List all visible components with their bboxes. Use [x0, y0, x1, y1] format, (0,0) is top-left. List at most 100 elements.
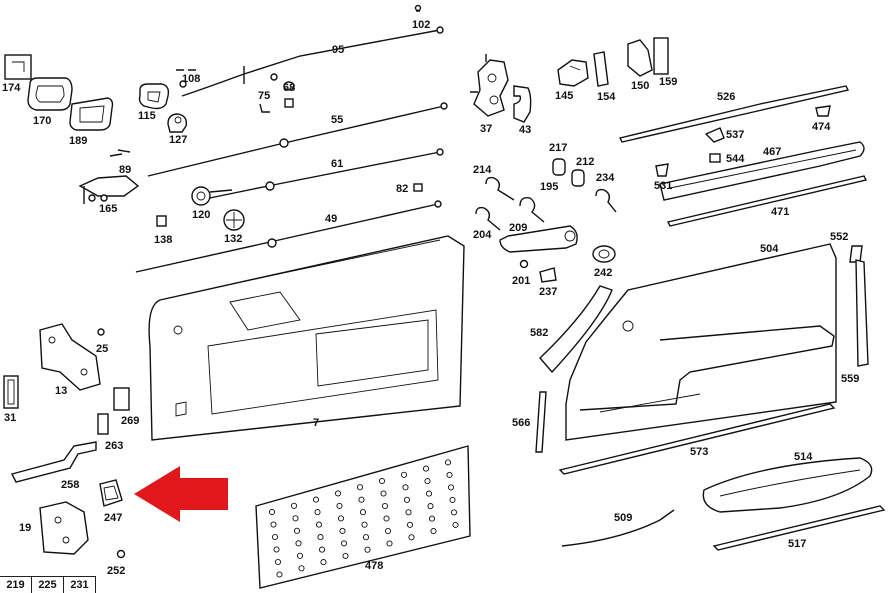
part-13-hinge[interactable] — [39, 323, 101, 391]
label-75[interactable]: 75 — [258, 90, 271, 102]
label-247[interactable]: 247 — [104, 512, 123, 524]
label-174[interactable]: 174 — [2, 82, 21, 94]
label-82[interactable]: 82 — [396, 183, 409, 195]
label-132[interactable]: 132 — [224, 233, 243, 245]
label-504[interactable]: 504 — [760, 243, 779, 255]
part-154-plate[interactable] — [593, 51, 609, 87]
label-537[interactable]: 537 — [726, 129, 745, 141]
label-214[interactable]: 214 — [473, 164, 492, 176]
label-165[interactable]: 165 — [99, 203, 118, 215]
label-573[interactable]: 573 — [690, 446, 709, 458]
part-252-screw[interactable] — [116, 549, 126, 559]
part-127-clip[interactable] — [167, 113, 188, 133]
label-209[interactable]: 209 — [509, 222, 528, 234]
part-214-key[interactable] — [485, 176, 515, 201]
part-165-hinge[interactable] — [78, 175, 140, 204]
label-108[interactable]: 108 — [182, 73, 201, 85]
part-217-cylinder[interactable] — [552, 158, 566, 176]
part-566-trim[interactable] — [535, 391, 547, 453]
part-573-strip[interactable] — [558, 403, 836, 475]
part-514-armrest[interactable] — [702, 457, 873, 513]
part-509-strip[interactable] — [561, 509, 675, 547]
label-526[interactable]: 526 — [717, 91, 736, 103]
part-61-rod[interactable] — [199, 148, 444, 201]
part-242-ring[interactable] — [592, 245, 616, 263]
label-471[interactable]: 471 — [771, 206, 790, 218]
label-234[interactable]: 234 — [596, 172, 615, 184]
label-269[interactable]: 269 — [121, 415, 140, 427]
part-237-clip[interactable] — [539, 267, 557, 283]
part-531-clip[interactable] — [655, 163, 669, 177]
label-7[interactable]: 7 — [313, 417, 320, 429]
part-43-striker[interactable] — [513, 85, 532, 123]
label-478[interactable]: 478 — [365, 560, 384, 572]
part-102-clip[interactable] — [414, 4, 422, 12]
part-504-door-panel[interactable] — [565, 243, 837, 441]
part-159-plate[interactable] — [653, 37, 669, 75]
part-204-key[interactable] — [475, 206, 501, 231]
label-37[interactable]: 37 — [480, 123, 493, 135]
label-201[interactable]: 201 — [512, 275, 531, 287]
label-582[interactable]: 582 — [530, 327, 549, 339]
label-120[interactable]: 120 — [192, 209, 211, 221]
part-115-cup[interactable] — [138, 83, 170, 110]
part-19-hinge[interactable] — [39, 501, 89, 555]
label-89[interactable]: 89 — [119, 164, 132, 176]
part-471-strip[interactable] — [666, 175, 868, 227]
label-212[interactable]: 212 — [576, 156, 595, 168]
label-552[interactable]: 552 — [830, 231, 849, 243]
label-217[interactable]: 217 — [549, 142, 568, 154]
label-531[interactable]: 531 — [654, 180, 673, 192]
label-189[interactable]: 189 — [69, 135, 88, 147]
part-474-clip[interactable] — [815, 105, 831, 117]
part-138-clip[interactable] — [156, 215, 167, 227]
part-478-insulation-sheet[interactable] — [255, 445, 471, 589]
part-209-handle[interactable] — [499, 225, 578, 253]
label-263[interactable]: 263 — [105, 440, 124, 452]
part-263-plate[interactable] — [97, 413, 109, 435]
label-517[interactable]: 517 — [788, 538, 807, 550]
label-237[interactable]: 237 — [539, 286, 558, 298]
label-102[interactable]: 102 — [412, 19, 431, 31]
label-115[interactable]: 115 — [138, 110, 156, 122]
label-514[interactable]: 514 — [794, 451, 813, 463]
part-234-key[interactable] — [595, 188, 617, 213]
part-108-screws[interactable] — [176, 69, 196, 88]
label-559[interactable]: 559 — [841, 373, 860, 385]
part-174-gasket[interactable] — [4, 54, 32, 80]
part-49-rod[interactable] — [135, 200, 442, 273]
label-95[interactable]: 95 — [332, 44, 345, 56]
label-138[interactable]: 138 — [154, 234, 173, 246]
part-82-clip[interactable] — [413, 183, 423, 192]
label-231[interactable]: 231 — [64, 577, 96, 593]
label-544[interactable]: 544 — [726, 153, 745, 165]
label-150[interactable]: 150 — [631, 80, 650, 92]
label-566[interactable]: 566 — [512, 417, 531, 429]
label-258[interactable]: 258 — [61, 479, 80, 491]
label-61[interactable]: 61 — [331, 158, 344, 170]
label-49[interactable]: 49 — [325, 213, 338, 225]
part-467-channel[interactable] — [659, 141, 865, 201]
label-474[interactable]: 474 — [812, 121, 831, 133]
label-252[interactable]: 252 — [107, 565, 126, 577]
label-509[interactable]: 509 — [614, 512, 633, 524]
label-154[interactable]: 154 — [597, 91, 616, 103]
part-212-cylinder[interactable] — [571, 169, 585, 187]
part-517-strip[interactable] — [712, 505, 886, 551]
label-19[interactable]: 19 — [19, 522, 32, 534]
label-43[interactable]: 43 — [519, 124, 532, 136]
part-31-frame[interactable] — [3, 375, 19, 409]
label-68[interactable]: 68 — [283, 82, 296, 94]
part-201-screw[interactable] — [519, 259, 529, 269]
label-225[interactable]: 225 — [32, 577, 64, 593]
label-127[interactable]: 127 — [169, 134, 188, 146]
part-537-knob[interactable] — [704, 127, 725, 143]
label-145[interactable]: 145 — [555, 90, 574, 102]
part-526-strip[interactable] — [618, 85, 850, 143]
part-189-escutcheon[interactable] — [69, 97, 114, 131]
label-170[interactable]: 170 — [33, 115, 52, 127]
label-195[interactable]: 195 — [540, 181, 559, 193]
part-258-check-strap[interactable] — [10, 441, 97, 483]
label-242[interactable]: 242 — [594, 267, 613, 279]
part-55-rod[interactable] — [147, 102, 448, 177]
